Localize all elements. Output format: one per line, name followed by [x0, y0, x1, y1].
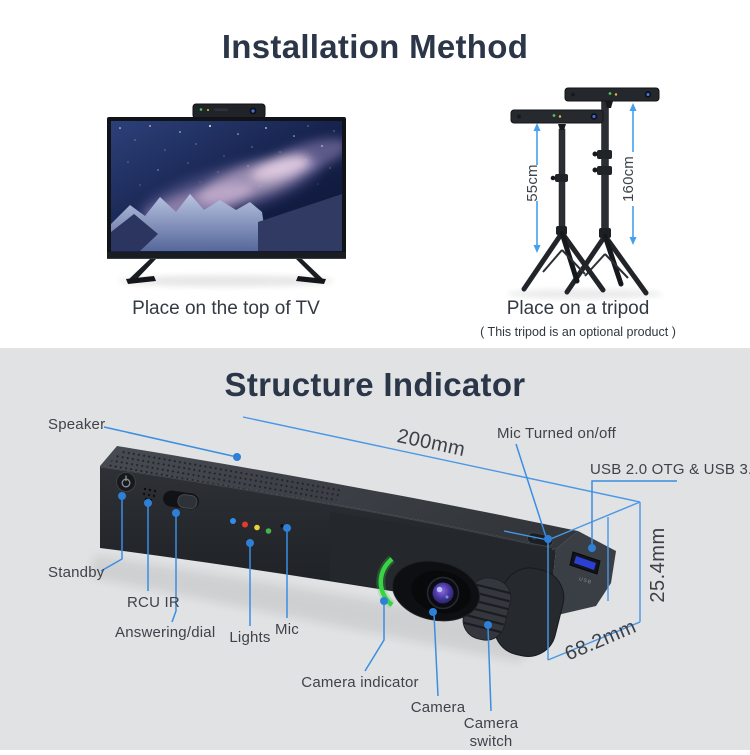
mountain-right	[258, 194, 342, 251]
lights-label: Lights	[229, 629, 270, 646]
camera-switch-label-line2: switch	[470, 733, 513, 750]
usb-port: USB	[569, 551, 601, 586]
speaker-label: Speaker	[48, 416, 105, 433]
camera-label: Camera	[411, 699, 466, 716]
leader-lines	[100, 426, 677, 712]
height-dimension: 25.4mm	[647, 527, 669, 602]
standby-label: Standby	[48, 564, 105, 581]
short-tripod	[510, 109, 606, 293]
camera-indicator-label: Camera indicator	[301, 674, 418, 691]
installation-title: Installation Method	[221, 28, 529, 65]
speaker-grille	[104, 450, 342, 510]
tv-leg-right	[296, 259, 324, 280]
camera-switch-label-line1: Camera	[464, 715, 519, 732]
height-arrow-55cm: 55cm	[524, 123, 541, 253]
camera-module	[392, 560, 480, 622]
mic-label: Mic	[275, 621, 299, 638]
tv-screen	[111, 121, 342, 252]
power-icon	[121, 475, 131, 488]
tv-leg-left	[128, 259, 156, 280]
tv-shadow	[118, 275, 334, 287]
power-button	[116, 472, 136, 492]
camera-indicator-ring	[376, 555, 396, 609]
camera-lens	[432, 582, 454, 604]
tv-caption: Place on the top of TV	[132, 298, 320, 319]
tripod-shadow	[507, 289, 663, 299]
device-shadow	[90, 555, 545, 662]
rcu-ir-holes	[142, 487, 157, 502]
device-on-tv	[192, 103, 266, 119]
tripod-illustration: 55cm 160cm	[507, 87, 663, 299]
device-illustration: USB	[90, 446, 616, 662]
mic-hole	[280, 524, 284, 528]
mountain-left	[111, 214, 158, 251]
height-arrow-160cm: 160cm	[620, 103, 637, 245]
mic-switch-label: Mic Turned on/off	[497, 425, 617, 442]
device-end-face	[549, 531, 616, 617]
dimension-wireframe	[242, 416, 641, 661]
tv-bottom-bar	[107, 252, 346, 259]
tripod-note: ( This tripod is an optional product )	[480, 325, 676, 339]
usb-port-label: USB	[578, 576, 592, 586]
tall-tripod-height-label: 160cm	[620, 156, 637, 202]
short-tripod-height-label: 55cm	[524, 164, 541, 201]
tripod-caption: Place on a tripod	[506, 298, 650, 319]
tall-tripod	[564, 87, 660, 296]
answering-label: Answering/dial	[115, 624, 215, 641]
tv-illustration	[107, 103, 346, 287]
structure-title: Structure Indicator	[224, 366, 526, 403]
status-leds	[230, 518, 272, 534]
rcu-ir-label: RCU IR	[127, 594, 180, 611]
usb-label: USB 2.0 OTG & USB 3.0	[590, 461, 750, 478]
answer-slider	[163, 490, 199, 510]
